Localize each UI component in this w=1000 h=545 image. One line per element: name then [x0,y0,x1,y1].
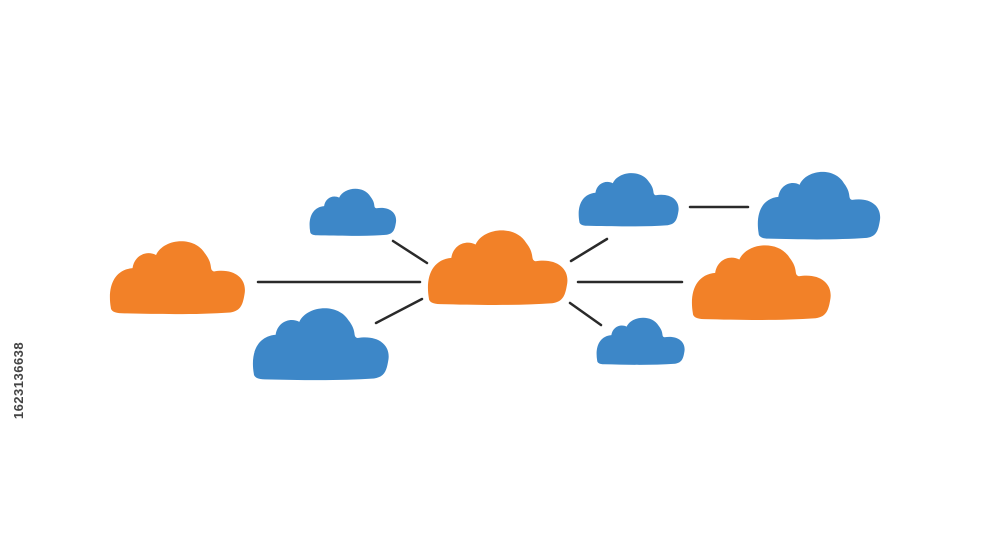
connector-top-left-to-center [391,239,429,265]
cloud-top-far-right-blue [757,171,881,240]
cloud-right-orange [691,245,831,320]
cloud-nodes [109,171,881,381]
cloud-left-orange [109,241,245,315]
cloud-center-orange [427,230,568,305]
stock-id-label: 1623136638 [2,300,36,460]
connector-lines [256,205,750,327]
connector-bottom-left-to-center [374,297,424,325]
connector-center-to-top-mid-right [569,237,609,263]
cloud-bottom-mid-right-blue [596,317,685,365]
cloud-top-left-blue [309,188,397,236]
cloud-bottom-left-blue [252,308,389,381]
stock-id-text: 1623136638 [11,341,27,419]
connector-center-to-bottom-mid-right [568,301,603,327]
cloud-top-mid-right-blue [578,173,679,227]
